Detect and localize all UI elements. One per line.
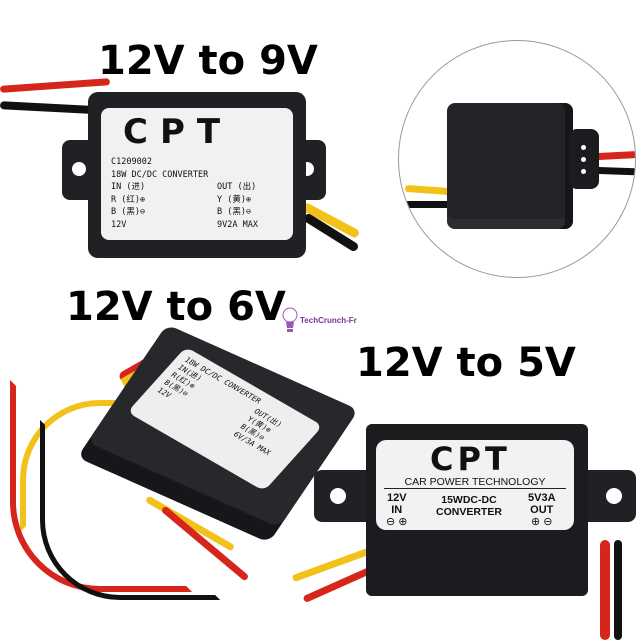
red-wire xyxy=(0,78,111,93)
input-voltage: 12V xyxy=(111,219,127,230)
vent-dots xyxy=(581,157,586,162)
black-wire xyxy=(405,201,465,208)
spec-line2: CONVERTER xyxy=(436,506,502,518)
converter-case xyxy=(447,103,573,229)
spec-line1: 15WDC-DC xyxy=(441,494,497,506)
mounting-hole xyxy=(72,162,86,176)
brand-logo: CPT xyxy=(123,112,233,152)
output-rating: 9V2A MAX xyxy=(217,219,258,230)
input-voltage: 12V xyxy=(386,492,407,504)
watermark: TechCrunch-Fr xyxy=(282,306,357,334)
vent-dots xyxy=(581,169,586,174)
heading-12v-to-9v: 12V to 9V xyxy=(98,38,318,84)
watermark-text: TechCrunch-Fr xyxy=(300,315,357,325)
output-rating: 5V3A xyxy=(528,492,556,504)
heading-12v-to-6v: 12V to 6V xyxy=(66,284,286,330)
in-negative: B (黑)⊖ xyxy=(111,207,146,217)
lightbulb-icon xyxy=(282,307,298,332)
input-block: 12V IN ⊖ ⊕ xyxy=(386,492,408,528)
output-block: 5V3A OUT ⊕ ⊖ xyxy=(528,492,556,528)
brand-logo: CPT xyxy=(430,440,511,478)
spec-text: 18W DC/DC CONVERTER xyxy=(111,169,209,180)
mounting-hole xyxy=(330,488,346,504)
in-positive: R (红)⊕ xyxy=(111,194,146,205)
mounting-hole xyxy=(606,488,622,504)
black-wire xyxy=(40,420,220,600)
red-wire xyxy=(600,540,610,640)
converter-label-9v: CPT C1209002 18W DC/DC CONVERTER IN (进) O… xyxy=(101,108,293,240)
product-inset-circle xyxy=(398,40,636,278)
heading-12v-to-5v: 12V to 5V xyxy=(356,340,576,386)
in-label: IN (进) xyxy=(111,182,146,192)
input-label: IN xyxy=(391,504,403,516)
out-label: OUT (出) xyxy=(217,182,257,192)
model-number: C1209002 xyxy=(111,157,152,167)
output-terminals: ⊕ ⊖ xyxy=(531,516,553,528)
brand-subtitle: CAR POWER TECHNOLOGY xyxy=(384,476,566,489)
input-terminals: ⊖ ⊕ xyxy=(386,516,408,528)
output-label: OUT xyxy=(530,504,554,516)
out-negative: B (黑)⊖ xyxy=(217,207,252,217)
black-wire xyxy=(614,540,622,640)
vent-dots xyxy=(581,145,586,150)
spec-block: 15WDC-DC CONVERTER xyxy=(436,494,502,518)
converter-label-5v: CPT CAR POWER TECHNOLOGY 12V IN ⊖ ⊕ 15WD… xyxy=(376,440,574,530)
out-positive: Y (黄)⊕ xyxy=(217,194,252,205)
